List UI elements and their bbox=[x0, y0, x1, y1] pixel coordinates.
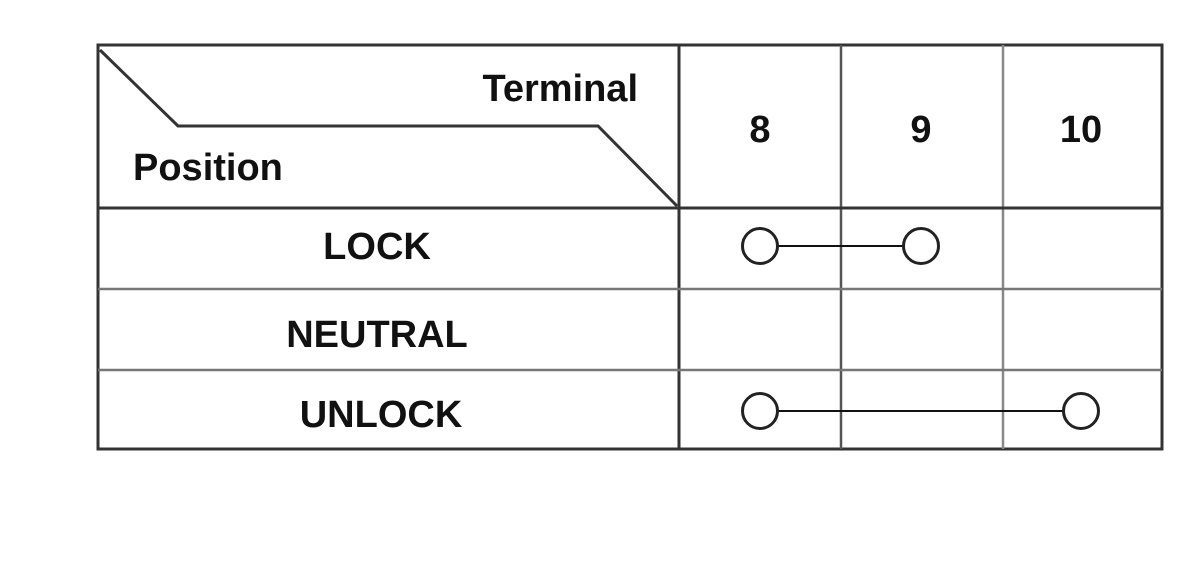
continuity-circle-unlock-terminal-8 bbox=[741, 392, 779, 430]
continuity-circle-unlock-terminal-10 bbox=[1062, 392, 1100, 430]
terminal-header-8: 8 bbox=[749, 109, 770, 151]
position-row-lock: LOCK bbox=[323, 226, 431, 268]
continuity-marks bbox=[741, 227, 1100, 430]
position-row-neutral: NEUTRAL bbox=[286, 314, 468, 356]
terminal-header-label: Terminal bbox=[482, 68, 638, 110]
continuity-circle-lock-terminal-8 bbox=[741, 227, 779, 265]
position-header-label: Position bbox=[133, 147, 283, 189]
terminal-header-10: 10 bbox=[1060, 109, 1102, 151]
terminal-header-9: 9 bbox=[910, 109, 931, 151]
header-diagonal-splitter bbox=[98, 48, 679, 208]
table-outer-border bbox=[96, 43, 1164, 451]
continuity-circle-lock-terminal-9 bbox=[902, 227, 940, 265]
position-row-unlock: UNLOCK bbox=[300, 394, 463, 436]
